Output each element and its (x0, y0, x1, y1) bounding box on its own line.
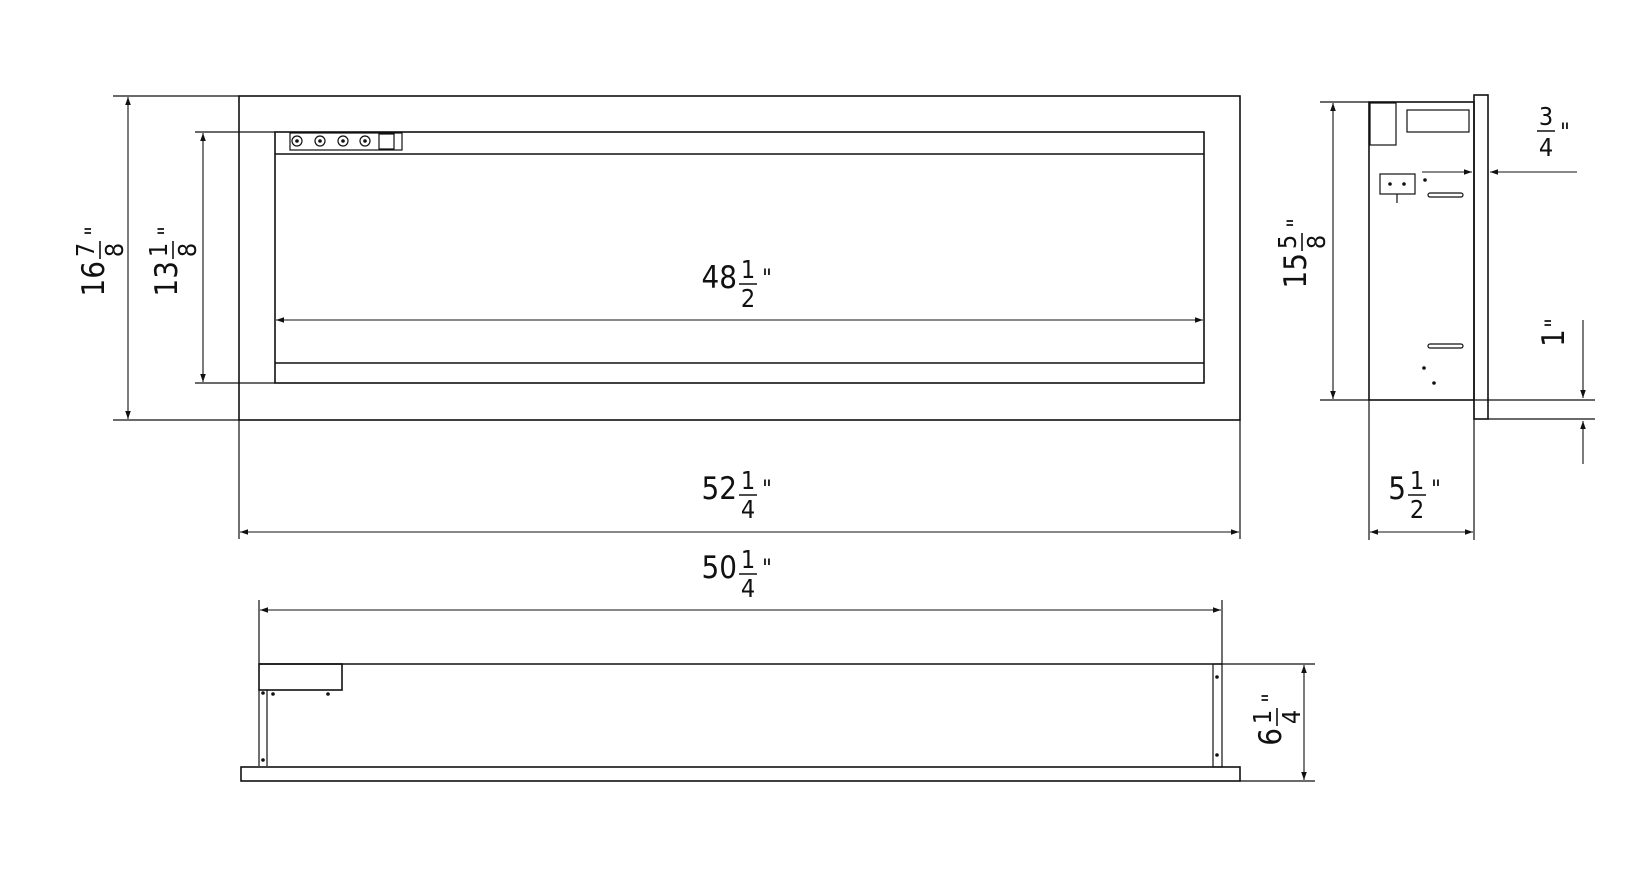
side-label-plate (1406, 109, 1470, 133)
side-depth-label: 5 1 2 " (1388, 466, 1441, 524)
control-button-icon (291, 135, 303, 147)
control-button-icon (337, 135, 349, 147)
svg-text:15: 15 (1278, 253, 1314, 288)
svg-text:1: 1 (1248, 710, 1277, 724)
svg-text:13: 13 (149, 261, 185, 296)
dim-top-depth: 6 1 4 " (1222, 663, 1315, 782)
svg-text:1: 1 (144, 243, 173, 257)
bottom-offset-label: 1 " (1536, 318, 1572, 347)
svg-text:": " (762, 554, 772, 582)
power-switch-icon (378, 133, 395, 150)
side-view (1368, 94, 1489, 420)
svg-text:1: 1 (741, 466, 755, 495)
top-view (240, 663, 1241, 782)
svg-text:1: 1 (1410, 466, 1424, 495)
control-panel (289, 132, 403, 151)
svg-text:5: 5 (1273, 235, 1302, 249)
svg-text:4: 4 (741, 495, 755, 524)
svg-text:": " (1560, 118, 1570, 146)
front-outer-frame (238, 95, 1241, 421)
outer-height-label: 16 7 8 " (71, 226, 129, 296)
svg-text:8: 8 (100, 243, 129, 257)
svg-text:": " (80, 226, 108, 236)
svg-text:48: 48 (702, 260, 737, 296)
dim-bottom-offset: 1 " (1474, 318, 1595, 464)
svg-text:1: 1 (741, 255, 755, 284)
front-view (238, 95, 1241, 421)
dim-inner-height: 13 1 8 " (144, 131, 275, 384)
svg-text:4: 4 (1539, 133, 1553, 162)
svg-text:": " (153, 226, 181, 236)
dim-side-height: 15 5 8 " (1273, 101, 1369, 401)
dim-outer-height: 16 7 8 " (71, 95, 239, 421)
front-inner-width-label: 48 1 2 " (702, 255, 772, 313)
front-inner-panel (274, 131, 1205, 384)
svg-text:2: 2 (1410, 495, 1424, 524)
control-button-icon (359, 135, 371, 147)
side-slot-lower (1427, 343, 1464, 349)
svg-text:8: 8 (1302, 235, 1331, 249)
svg-text:": " (762, 475, 772, 503)
svg-text:8: 8 (173, 243, 202, 257)
svg-text:": " (1282, 218, 1310, 228)
svg-text:4: 4 (1277, 710, 1306, 724)
dim-flange-depth: 3 4 " (1422, 102, 1577, 175)
svg-text:16: 16 (76, 261, 112, 296)
svg-text:5: 5 (1388, 471, 1406, 507)
side-slot-upper (1427, 192, 1464, 198)
control-button-icon (314, 135, 326, 147)
dim-front-inner-width: 48 1 2 " (276, 255, 1203, 323)
side-flange (1473, 94, 1489, 420)
top-right-bracket (1212, 663, 1223, 768)
side-height-label: 15 5 8 " (1273, 218, 1331, 288)
top-control-box (258, 663, 343, 691)
svg-text:1: 1 (741, 545, 755, 574)
power-outlet-icon (1379, 173, 1416, 195)
front-outer-width-label: 52 1 4 " (702, 466, 772, 524)
svg-text:1: 1 (1536, 329, 1572, 347)
top-depth-label: 6 1 4 " (1248, 693, 1306, 746)
dim-front-outer-width: 52 1 4 " (238, 420, 1241, 539)
svg-text:": " (1257, 693, 1285, 703)
svg-text:": " (762, 264, 772, 292)
control-buttons (291, 133, 395, 150)
svg-text:": " (1540, 318, 1568, 328)
svg-text:6: 6 (1253, 728, 1289, 746)
dim-side-depth: 5 1 2 " (1368, 400, 1475, 540)
svg-text:52: 52 (702, 471, 737, 507)
dim-top-width: 50 1 4 " (258, 545, 1223, 664)
svg-text:4: 4 (741, 574, 755, 603)
svg-text:50: 50 (702, 550, 737, 586)
side-body (1368, 101, 1475, 401)
svg-text:3: 3 (1539, 102, 1553, 131)
side-upper-block (1369, 102, 1397, 146)
top-front-flange (240, 766, 1241, 782)
top-width-label: 50 1 4 " (702, 545, 772, 603)
inner-height-label: 13 1 8 " (144, 226, 202, 296)
svg-text:7: 7 (71, 243, 100, 257)
svg-text:2: 2 (741, 284, 755, 313)
flange-depth-label: 3 4 " (1537, 102, 1570, 162)
svg-text:": " (1431, 475, 1441, 503)
